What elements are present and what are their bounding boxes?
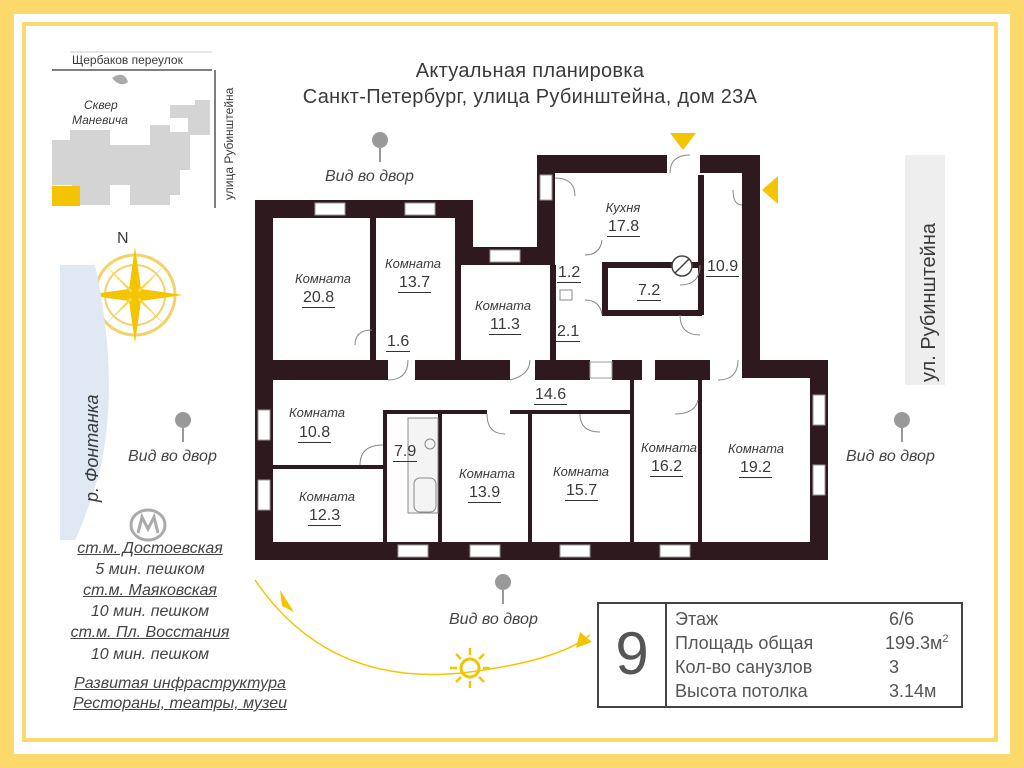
sun-arrow-right-icon [576, 632, 592, 648]
room-area: 13.7 [398, 274, 432, 293]
room-label: Комната [288, 405, 346, 420]
bathroom-fixtures [407, 289, 573, 514]
view-pin-bottom-icon [495, 574, 511, 604]
view-pin-left-icon [175, 412, 191, 442]
room-area: 17.8 [607, 218, 641, 237]
compass-icon [87, 247, 183, 343]
entrance-right-icon [762, 176, 778, 204]
attractions-note: Рестораны, театры, музеи [72, 695, 288, 712]
metro-station-3: ст.м. Пл. Восстания [70, 624, 230, 641]
info-bathrooms-label: Кол-во санузлов [675, 657, 813, 677]
room-area: 10.8 [298, 424, 332, 443]
room-area: 7.2 [637, 282, 662, 301]
metro-station-1: ст.м. Достоевская [77, 540, 223, 557]
room-area: 11.3 [489, 316, 521, 335]
sun-path [254, 579, 591, 676]
view-right-label: Вид во двор [846, 448, 935, 465]
mini-map-street-side: улица Рубинштейна [222, 87, 236, 200]
boiler-icon [671, 255, 693, 277]
view-left-label: Вид во двор [128, 448, 217, 465]
room-area: 7.9 [393, 443, 418, 462]
entrance-top-icon [670, 133, 696, 150]
info-area-value: 199.3м2 [885, 633, 949, 653]
mini-map-park-line1: Сквер [84, 98, 118, 112]
room-area: 14.6 [534, 386, 568, 405]
info-ceiling-label: Высота потолка [675, 681, 808, 701]
info-bathrooms-value: 3 [889, 657, 900, 677]
info-floor-label: Этаж [675, 609, 719, 629]
mini-map-park-line2: Маневича [72, 113, 128, 127]
metro-walk-1: 5 мин. пешком [95, 561, 205, 578]
metro-icon [129, 508, 167, 542]
info-box: 9 Этаж 6/6 Площадь общая 199.3м2 Кол-во … [597, 602, 963, 708]
room-label: Комната [552, 464, 610, 479]
title-line2: Санкт-Петербург, улица Рубинштейна, дом … [302, 86, 758, 108]
mini-map [52, 51, 216, 208]
metro-station-2: ст.м. Маяковская [83, 582, 217, 599]
room-area: 2.1 [556, 323, 581, 342]
infrastructure-note: Развитая инфраструктура [74, 675, 286, 692]
room-area: 1.2 [557, 264, 582, 283]
metro-walk-2: 10 мин. пешком [90, 603, 210, 620]
mini-map-street-top: Щербаков переулок [72, 53, 183, 67]
info-ceiling-value: 3.14м [889, 681, 937, 701]
room-area: 20.8 [302, 289, 336, 308]
street-right-label: ул. Рубинштейна [918, 222, 940, 382]
floorplan-windows [257, 174, 826, 558]
apartment-number: 9 [599, 604, 667, 706]
river-label: р. Фонтанка [82, 394, 102, 502]
room-label: Комната [294, 271, 352, 286]
room-label: Комната [474, 298, 532, 313]
room-label: Комната [640, 440, 698, 455]
compass-north-label: N [117, 230, 129, 247]
room-area: 16.2 [650, 458, 684, 477]
room-label: Комната [384, 256, 442, 271]
room-label: Комната [727, 441, 785, 456]
view-pin-top-icon [372, 132, 388, 162]
sun-arrow-left-icon [280, 590, 294, 612]
room-label: Комната [458, 466, 516, 481]
view-top-label: Вид во двор [325, 168, 414, 185]
room-label: Кухня [605, 200, 641, 215]
room-label: Комната [298, 489, 356, 504]
room-area: 19.2 [739, 459, 773, 478]
room-area: 10.9 [706, 258, 740, 277]
street-strip [905, 155, 945, 385]
inner-frame-border [22, 22, 998, 742]
info-floor-value: 6/6 [889, 609, 915, 629]
view-pin-right-icon [894, 412, 910, 442]
title-line1: Актуальная планировка [415, 60, 645, 82]
metro-walk-3: 10 мин. пешком [90, 646, 210, 663]
room-area: 13.9 [468, 484, 502, 503]
mini-map-highlight [52, 186, 80, 206]
leaf-icon [112, 74, 128, 85]
info-area-label: Площадь общая [675, 633, 814, 653]
view-bottom-label: Вид во двор [449, 611, 538, 628]
river-shape [60, 265, 109, 540]
room-area: 12.3 [308, 507, 342, 526]
sun-icon [450, 648, 490, 688]
room-area: 15.7 [565, 482, 599, 501]
floorplan-doors [354, 154, 743, 466]
room-area: 1.6 [386, 333, 411, 352]
